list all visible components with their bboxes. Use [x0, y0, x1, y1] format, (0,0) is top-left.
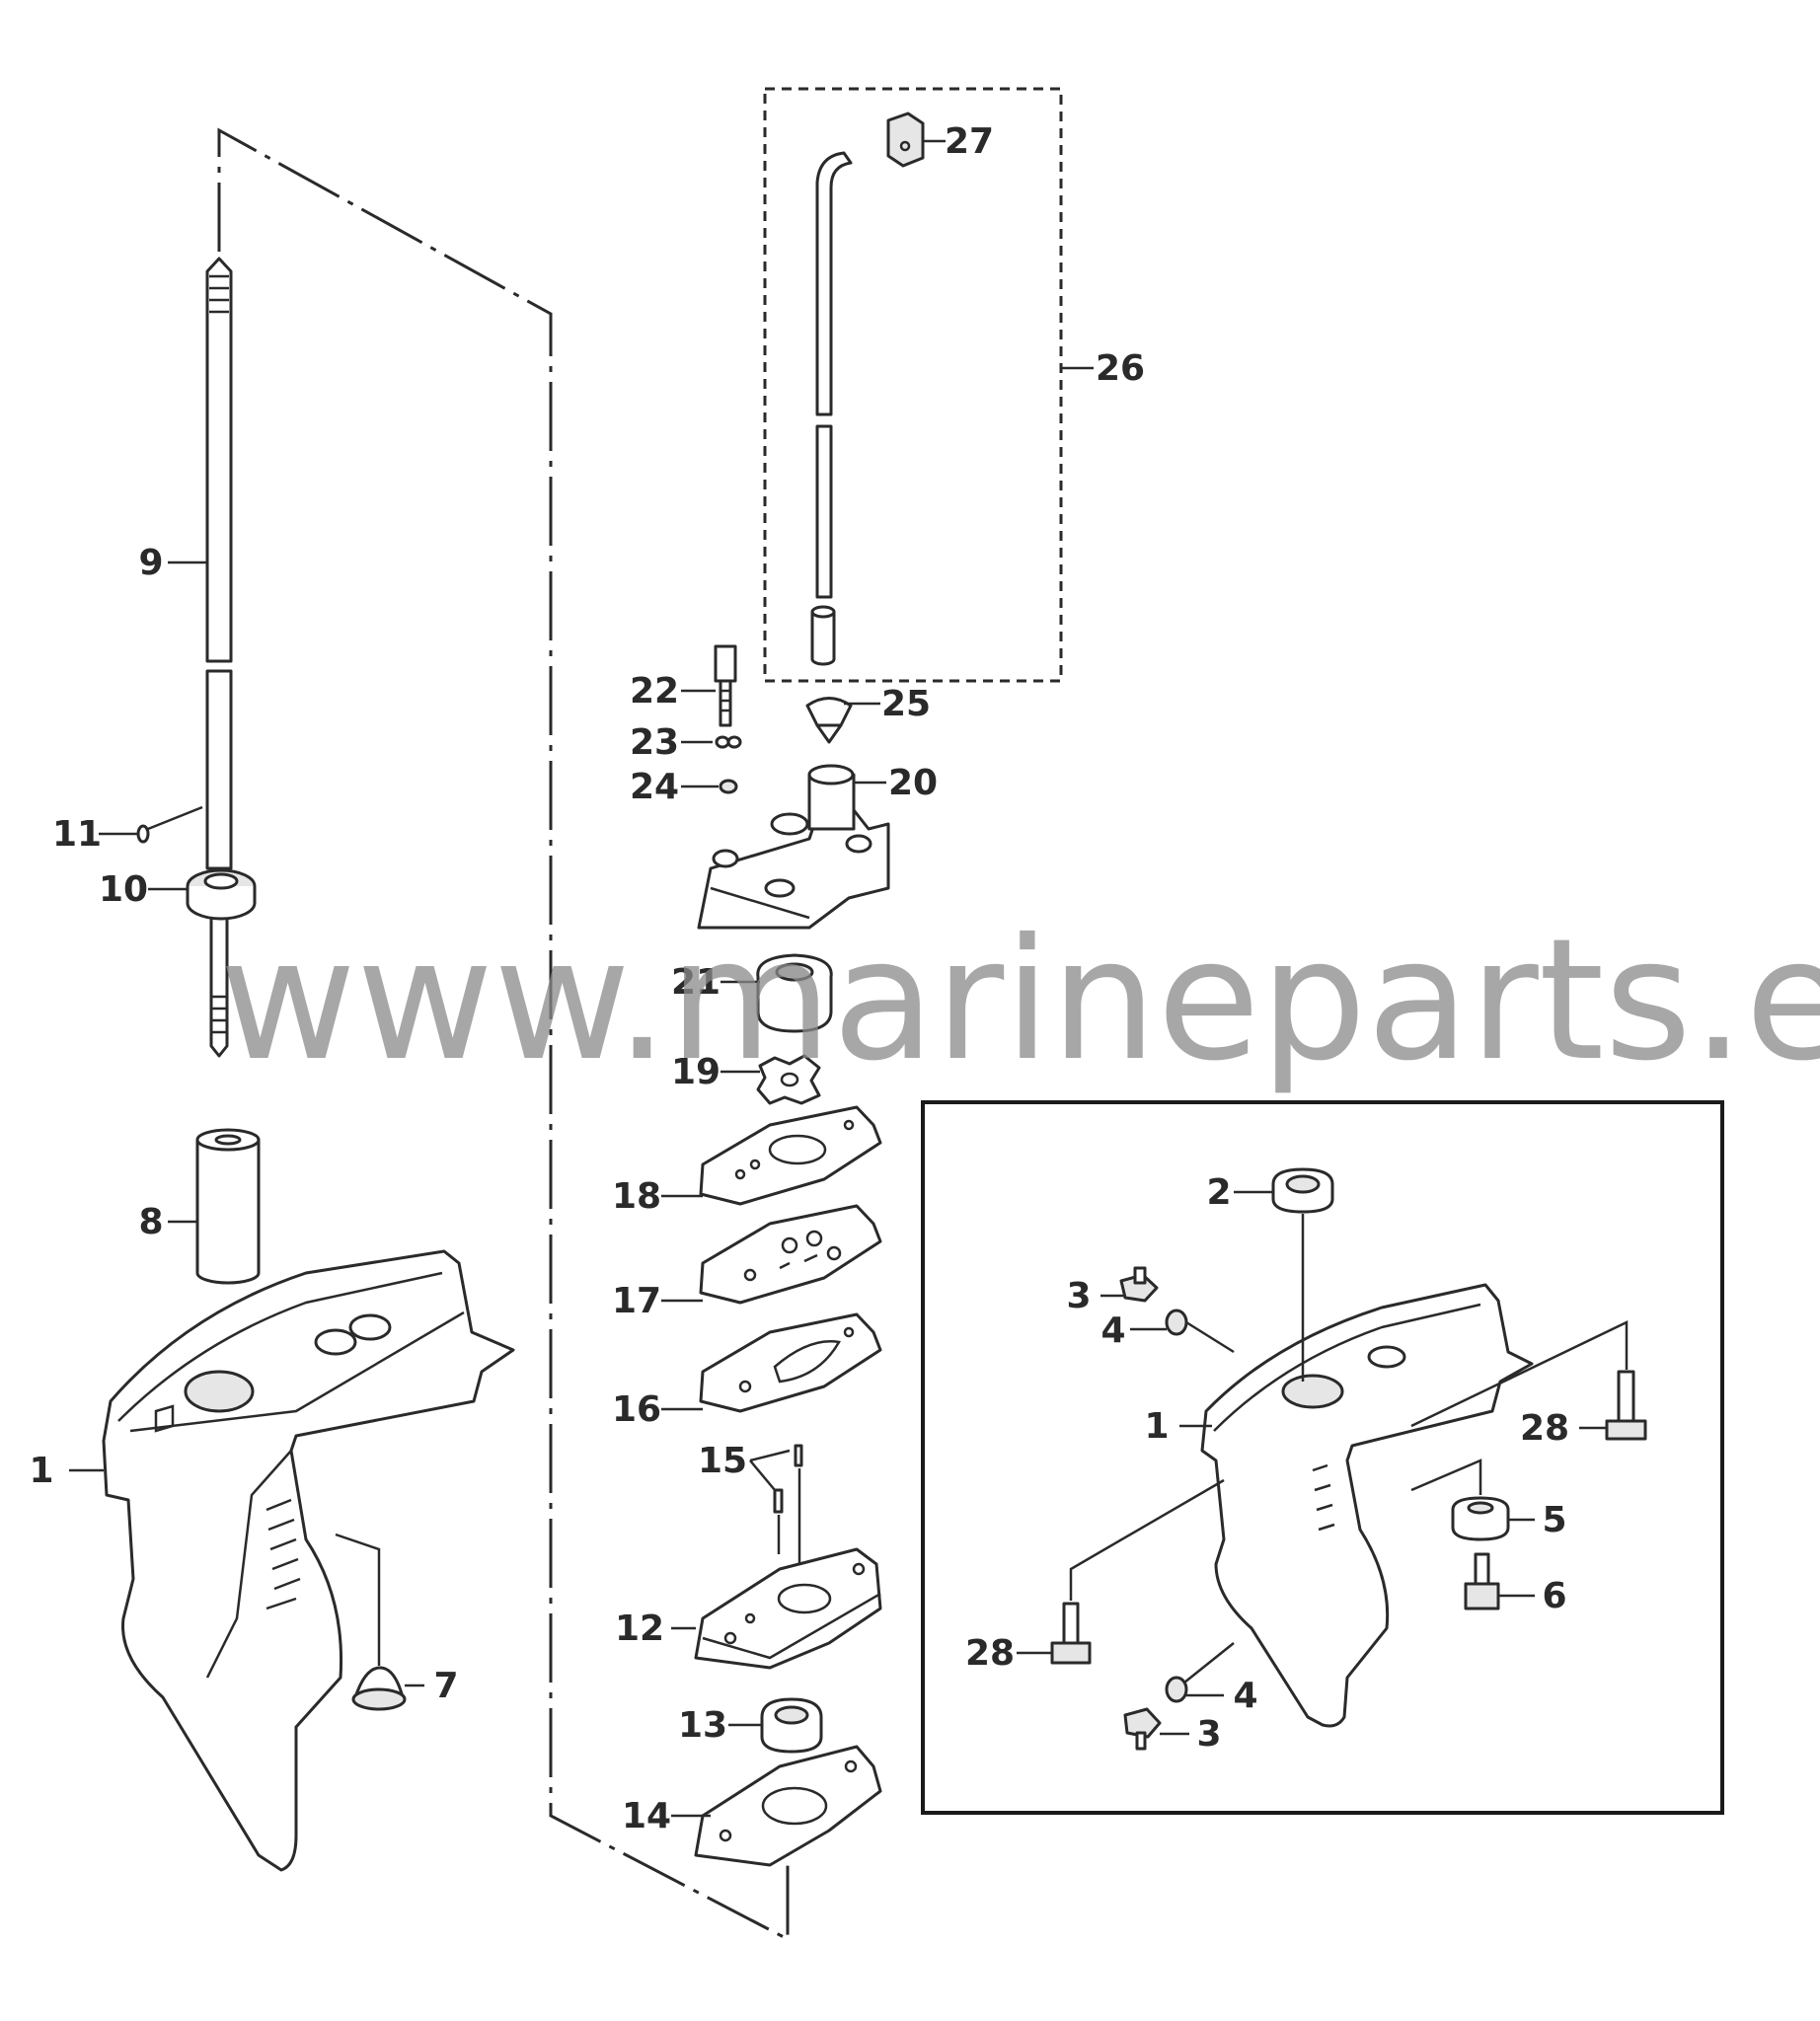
inset-callout-5: 5 — [1542, 1500, 1566, 1540]
callout-22: 22 — [630, 671, 679, 711]
callout-23: 23 — [630, 722, 679, 763]
callout-18: 18 — [612, 1176, 661, 1217]
callout-21: 21 — [671, 962, 720, 1003]
inset-callout-6: 6 — [1542, 1576, 1566, 1616]
gasket-part-14 — [694, 1745, 882, 1867]
callout-20: 20 — [888, 763, 938, 803]
seal-part-2 — [1271, 1167, 1334, 1382]
grommet-part-7 — [335, 1533, 407, 1711]
bolt-part-6 — [1464, 1552, 1500, 1610]
driveshaft-part-9 — [205, 257, 233, 1058]
watermark-text: www.marineparts.eu — [219, 903, 1820, 1098]
water-tube-kit-box-26 — [763, 87, 1063, 683]
callout-10: 10 — [99, 869, 148, 910]
inset-bolt-part-28-lower — [1050, 1478, 1225, 1665]
callout-14: 14 — [622, 1796, 671, 1836]
inset-callout-28-upper: 28 — [1520, 1408, 1569, 1449]
sleeve-part-8 — [195, 1128, 261, 1285]
callout-1: 1 — [29, 1451, 53, 1491]
pin-part-11 — [136, 805, 203, 844]
callout-9: 9 — [138, 543, 163, 583]
callout-15: 15 — [698, 1441, 747, 1481]
water-tube-part-26 — [810, 151, 853, 666]
bearing-part-10 — [186, 868, 257, 921]
callout-13: 13 — [678, 1705, 727, 1746]
callout-19: 19 — [671, 1052, 720, 1092]
inset-callout-28-lower: 28 — [965, 1633, 1015, 1674]
dowel-pins-part-15 — [773, 1444, 803, 1569]
wear-plate-part-17 — [699, 1204, 882, 1305]
callout-24: 24 — [630, 767, 679, 807]
callout-25: 25 — [881, 684, 931, 724]
gasket-part-18 — [699, 1105, 882, 1206]
inset-bolt-part-28-upper — [1410, 1320, 1647, 1441]
bolt-part-22 — [714, 644, 737, 727]
inset-bolt-part-3-upper — [1119, 1266, 1159, 1303]
impeller-housing-part-21 — [756, 953, 833, 1033]
washer-part-23 — [715, 735, 742, 749]
pump-case-part-20 — [697, 764, 890, 930]
inset-callout-1: 1 — [1144, 1406, 1169, 1447]
gasket-part-16 — [699, 1312, 882, 1413]
drive-shaft-housing-part-1 — [102, 1249, 515, 1872]
seal-part-25 — [805, 697, 853, 744]
callout-17: 17 — [612, 1281, 661, 1321]
washer-part-24 — [719, 779, 738, 794]
inset-callout-3-upper: 3 — [1066, 1276, 1091, 1316]
inset-callout-3-lower: 3 — [1196, 1714, 1221, 1755]
inset-callout-4-lower: 4 — [1233, 1676, 1257, 1716]
callout-leaders — [69, 139, 1607, 1818]
callout-27: 27 — [945, 121, 994, 162]
inset-housing-part-1 — [1200, 1283, 1534, 1728]
seal-part-13 — [760, 1697, 823, 1754]
callout-12: 12 — [615, 1609, 664, 1649]
assembly-phantom-line — [217, 127, 790, 1942]
callout-7: 7 — [433, 1666, 458, 1706]
inset-washer-part-4-upper — [1165, 1309, 1235, 1354]
cover-plate-part-12 — [694, 1547, 882, 1670]
inset-callout-4-upper: 4 — [1100, 1310, 1125, 1351]
grommet-part-27 — [886, 112, 925, 168]
callout-26: 26 — [1096, 348, 1145, 389]
inset-callout-2: 2 — [1206, 1172, 1231, 1213]
inset-detail-box — [921, 1100, 1724, 1815]
grommet-part-5 — [1410, 1459, 1510, 1541]
callout-16: 16 — [612, 1389, 661, 1430]
inset-washer-part-4-lower — [1165, 1642, 1235, 1703]
inset-bolt-part-3-lower — [1123, 1707, 1162, 1751]
impeller-part-19 — [756, 1054, 821, 1105]
callout-11: 11 — [52, 814, 102, 855]
callout-8: 8 — [138, 1202, 163, 1242]
